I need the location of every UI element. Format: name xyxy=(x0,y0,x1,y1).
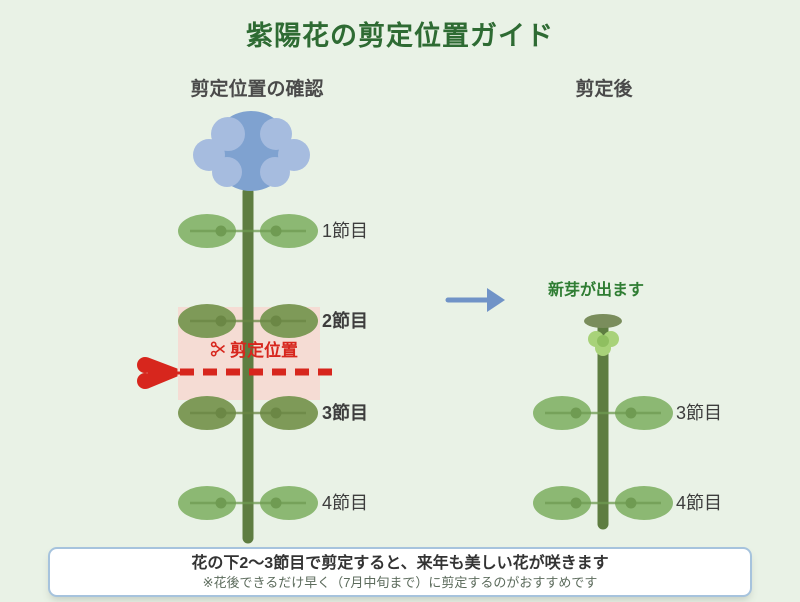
right-node-label-3: 3節目 xyxy=(676,403,723,423)
hydrangea-flower xyxy=(193,111,310,191)
scissors-icon xyxy=(210,341,225,356)
left-node-label-2: 2節目 xyxy=(322,311,369,331)
new-bud-annotation: 新芽が出ます xyxy=(547,282,645,299)
right-node-4-leaves xyxy=(533,486,673,520)
cut-position-label: 剪定位置 xyxy=(210,336,298,361)
left-node-4-leaves xyxy=(178,486,318,520)
page-title: 紫陽花の剪定位置ガイド xyxy=(246,21,554,51)
scissors-icon xyxy=(137,357,188,389)
arrow-right-icon xyxy=(445,288,505,312)
cut-position-text: 剪定位置 xyxy=(230,341,298,360)
left-node-1-leaves xyxy=(178,214,318,248)
left-section-heading: 剪定位置の確認 xyxy=(190,79,324,100)
left-node-label-4: 4節目 xyxy=(322,493,369,513)
right-section-heading: 剪定後 xyxy=(575,79,633,100)
cut-surface-disc xyxy=(584,314,622,328)
right-node-label-4: 4節目 xyxy=(676,493,723,513)
advice-sub-text: ※花後できるだけ早く（7月中旬まで）に剪定するのがおすすめです xyxy=(202,575,598,590)
right-node-3-leaves xyxy=(533,396,673,430)
left-node-label-3: 3節目 xyxy=(322,403,369,423)
left-node-label-1: 1節目 xyxy=(322,221,369,241)
new-bud xyxy=(588,331,619,356)
advice-main-text: 花の下2〜3節目で剪定すると、来年も美しい花が咲きます xyxy=(191,555,609,572)
left-node-3-leaves xyxy=(178,396,318,430)
left-node-2-leaves xyxy=(178,304,318,338)
advice-box: 花の下2〜3節目で剪定すると、来年も美しい花が咲きます ※花後できるだけ早く（7… xyxy=(48,547,752,597)
